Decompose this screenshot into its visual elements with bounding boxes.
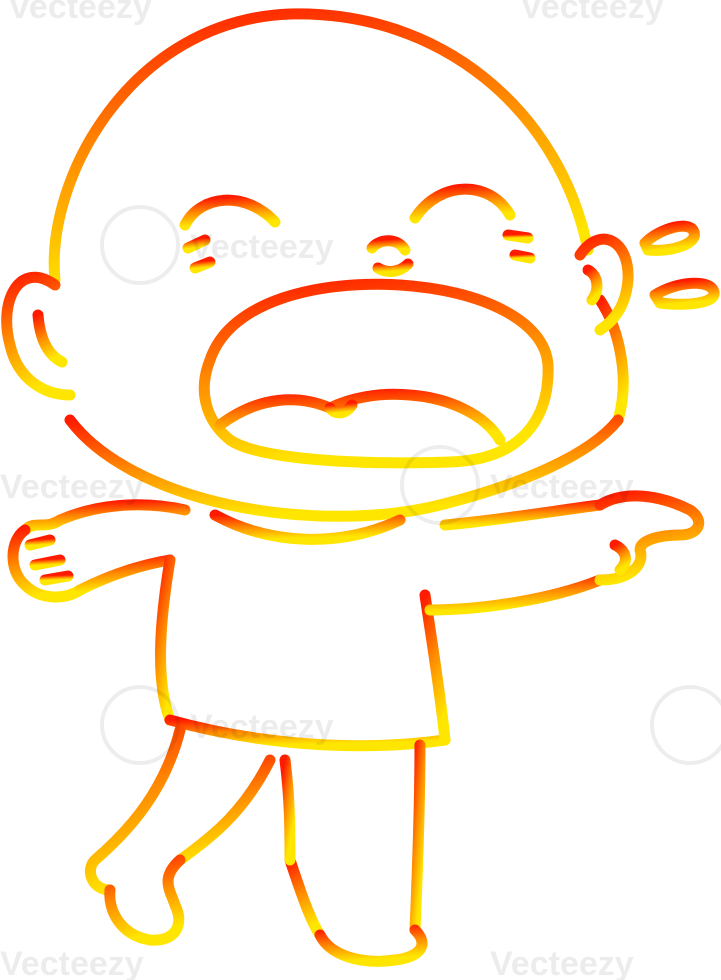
right-eye [409, 183, 516, 224]
nose-bottom [372, 258, 414, 277]
head-outline [48, 8, 594, 286]
left-hand [7, 524, 86, 603]
watermark-mid-1: Vecteezy [190, 228, 334, 266]
crotch-line [279, 754, 296, 866]
left-arm-lower [74, 554, 176, 596]
right-arm-lower [424, 574, 606, 616]
watermark-logo-icon [400, 445, 480, 525]
watermark-logo-icon [100, 205, 180, 285]
left-eye [179, 194, 281, 231]
watermark-logo-icon [650, 685, 721, 765]
right-eye-lash-2 [509, 249, 536, 264]
shirt-hem [164, 714, 451, 752]
left-hand-fingers-2 [29, 554, 66, 571]
right-eye-lash-1 [502, 229, 534, 244]
right-ear-inner [582, 264, 603, 306]
spit-drops [639, 220, 720, 310]
cheek-right [594, 294, 629, 426]
right-hand [594, 490, 705, 586]
body [7, 490, 705, 967]
right-shoe [314, 924, 428, 967]
left-ear-outline [1, 272, 76, 401]
spit-drop-upper [639, 220, 700, 256]
left-shoe [104, 854, 186, 946]
spit-drop-lower [649, 277, 720, 310]
watermark-mid-2: Vecteezy [490, 468, 634, 506]
leg-left-inner [174, 754, 276, 866]
watermark-logo-icon [100, 685, 180, 765]
collar [209, 509, 406, 545]
shirt-left [155, 554, 176, 726]
leg-right-inner [284, 854, 326, 941]
jaw-line [64, 414, 624, 522]
mouth-outline [198, 278, 554, 469]
nose [366, 235, 411, 256]
left-hand-fingers-1 [24, 534, 56, 551]
right-ear-outline [574, 233, 634, 336]
lower-lip [214, 388, 506, 446]
lip-center [324, 399, 358, 419]
watermark-bottom-right: Vecteezy [490, 945, 634, 980]
shirt-right [419, 589, 451, 746]
watermark-top-right: Vecteezy [520, 0, 664, 26]
head [48, 8, 629, 522]
right-ear [574, 233, 634, 336]
left-hand-fingers-3 [39, 570, 74, 586]
right-arm-upper [439, 499, 606, 531]
eyes [179, 183, 536, 274]
left-arm [19, 499, 191, 536]
left-ear-inner [32, 309, 68, 368]
watermark-mid-4: Vecteezy [190, 708, 334, 746]
left-ear [1, 272, 76, 401]
mouth [198, 278, 554, 469]
left-eye-lash-1 [182, 234, 211, 254]
watermark-bottom-left: Vecteezy [0, 945, 144, 980]
right-hand-finger [609, 539, 631, 576]
watermark-mid-3: Vecteezy [0, 468, 144, 506]
watermark-top-left: vecteezy [10, 0, 152, 26]
leg-right-outer [409, 739, 426, 936]
leg-left-outer [85, 724, 186, 896]
left-eye-lash-2 [189, 256, 216, 274]
